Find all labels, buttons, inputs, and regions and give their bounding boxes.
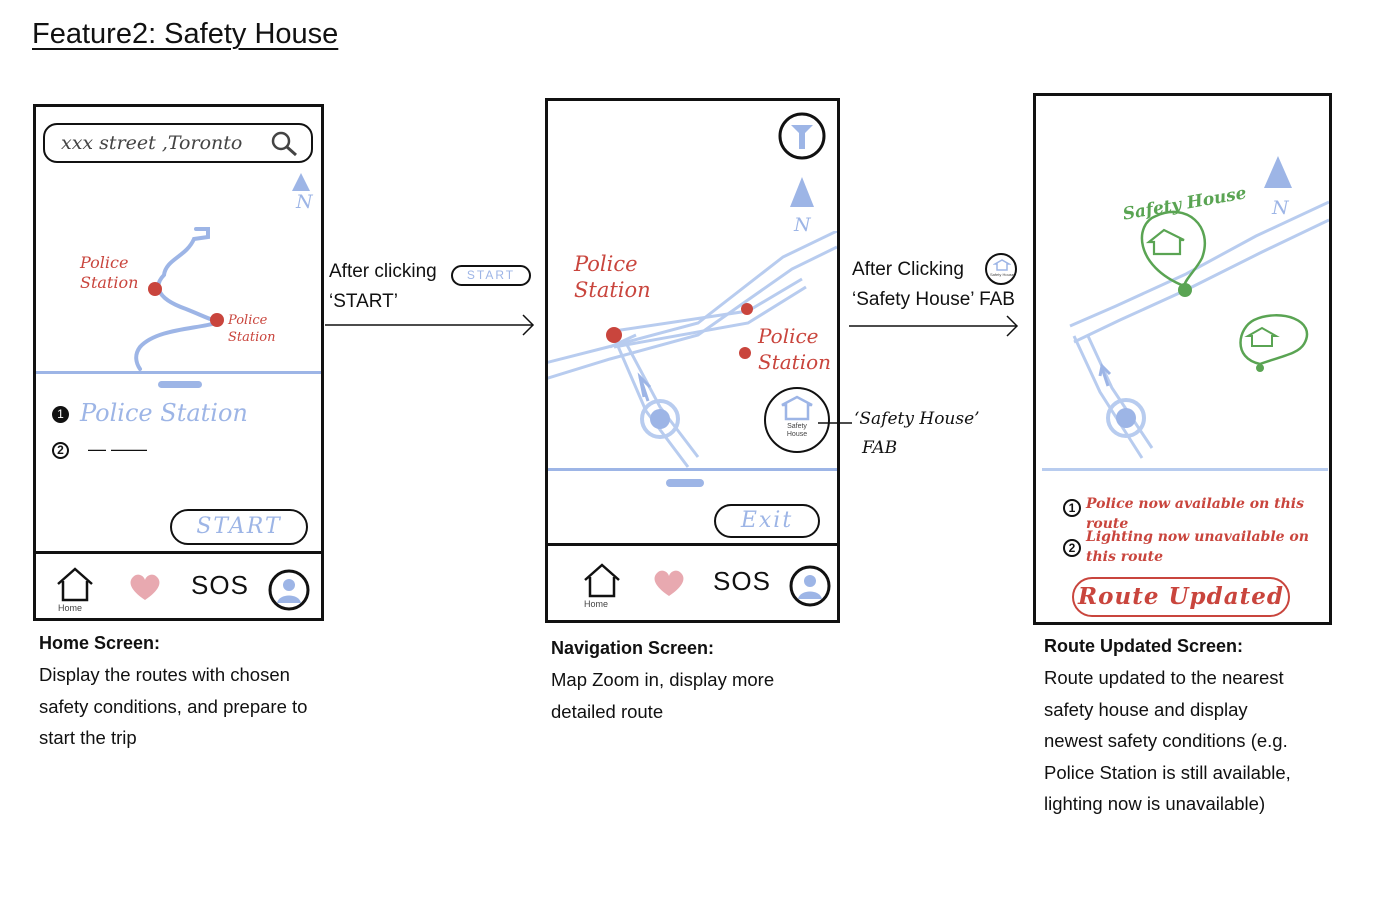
home-icon[interactable] (54, 566, 96, 604)
north-label: N (1272, 197, 1289, 219)
map-divider (1042, 468, 1328, 471)
navigation-screen: N Police Station Police Station Safety H… (545, 98, 840, 623)
home-caption-body: Display the routes with chosen safety co… (39, 659, 307, 754)
status-num-1: 1 (1063, 499, 1081, 517)
transition-2-fab: Safety House (985, 253, 1017, 285)
route-updated-screen: N Safety House 1 Police now available on… (1033, 93, 1332, 625)
list-num-2: 2 (52, 442, 69, 459)
home-screen: xxx street ,Toronto N Police Station Pol… (33, 104, 324, 621)
status-num-2: 2 (1063, 539, 1081, 557)
search-text: xxx street ,Toronto (61, 132, 243, 154)
search-icon[interactable] (269, 130, 299, 158)
map-label-police-1: Police Station (574, 252, 651, 302)
safety-house-icon (781, 395, 813, 421)
fab-annotation-line-2: FAB (862, 438, 898, 458)
home-caption-line: start the trip (39, 727, 137, 748)
north-label: N (794, 214, 811, 236)
sos-button[interactable]: SOS (713, 566, 771, 596)
list-num-1: 1 (52, 406, 69, 423)
fab-text: Safety House (786, 423, 808, 438)
map-label-police-2: Police Station (758, 324, 832, 374)
home-caption-line: Display the routes with chosen (39, 664, 290, 685)
exit-button[interactable]: Exit (714, 504, 820, 538)
bottom-nav: Home SOS (36, 551, 321, 621)
route-caption-line: safety house and display (1044, 698, 1248, 720)
navigation-caption-line: detailed route (551, 700, 664, 722)
status-item-police: Police now available on this route (1086, 496, 1304, 532)
route-caption-line: Police Station is still available, (1044, 761, 1291, 783)
route-caption-body: Route updated to the nearest safety hous… (1044, 662, 1291, 820)
transition-1-text: After clicking ‘START’ (329, 257, 437, 317)
profile-icon[interactable] (788, 564, 832, 608)
fab-annotation: ‘Safety House’ FAB (854, 405, 980, 463)
page-title: Feature2: Safety House (32, 18, 339, 50)
annotation-line (818, 422, 852, 424)
map-label-police-2: Police Station (228, 313, 276, 345)
transition-2-line-1: After Clicking (852, 259, 964, 280)
start-button[interactable]: START (170, 509, 308, 545)
navigation-caption-title: Navigation Screen: (551, 638, 715, 658)
route-caption-line: lighting now is unavailable) (1044, 793, 1266, 814)
north-arrow-icon (1264, 156, 1292, 188)
home-caption-line: safety conditions, and prepare to (39, 695, 308, 717)
route-updated-button[interactable]: Route Updated (1072, 577, 1290, 617)
map-divider (548, 468, 837, 471)
route-caption-line: newest safety conditions (e.g. (1044, 730, 1288, 751)
home-label: Home (584, 599, 609, 609)
list-item-2[interactable]: — —— (88, 439, 148, 459)
heart-icon[interactable] (128, 572, 162, 602)
transition-1-line-2: ‘START’ (329, 291, 398, 312)
home-map (134, 227, 224, 371)
safety-house-icon (993, 259, 1011, 271)
search-input[interactable]: xxx street ,Toronto (43, 123, 313, 163)
north-arrow-icon (790, 177, 814, 207)
heart-icon[interactable] (652, 568, 686, 598)
bottom-nav: Home SOS (548, 543, 837, 623)
route-caption-title: Route Updated Screen: (1044, 636, 1244, 656)
profile-icon[interactable] (267, 568, 311, 612)
north-arrow-icon (292, 173, 310, 191)
navigation-map (548, 231, 837, 468)
map-label-police-1: Police Station (80, 253, 139, 292)
drag-handle[interactable] (666, 479, 704, 487)
navigation-caption-body: Map Zoom in, display more detailed route (551, 664, 774, 727)
transition-2-text: After Clicking ‘Safety House’ FAB (852, 255, 1015, 315)
transition-1-line-1: After clicking (329, 261, 437, 282)
filter-icon[interactable] (776, 111, 828, 161)
drag-handle[interactable] (158, 381, 202, 388)
arrow-right-icon (849, 315, 1019, 337)
map-divider (36, 371, 321, 374)
list-item-police-station[interactable]: Police Station (80, 399, 248, 427)
transition-1-start-button: START (451, 265, 531, 286)
route-updated-map (1069, 200, 1329, 459)
home-label: Home (58, 603, 83, 613)
transition-2-fab-text: Safety House (990, 272, 1015, 277)
transition-2-line-2: ‘Safety House’ FAB (852, 289, 1015, 310)
status-item-lighting: Lighting now unavailable on this route (1086, 529, 1309, 565)
home-icon[interactable] (581, 562, 623, 600)
fab-annotation-line-1: ‘Safety House’ (854, 409, 980, 429)
north-label: N (296, 191, 313, 213)
safety-house-fab[interactable]: Safety House (764, 387, 830, 453)
navigation-caption-line: Map Zoom in, display more (551, 669, 775, 690)
arrow-right-icon (325, 314, 535, 336)
route-caption-line: Route updated to the nearest (1044, 667, 1284, 688)
sos-button[interactable]: SOS (191, 570, 249, 600)
home-caption-title: Home Screen: (39, 633, 161, 653)
